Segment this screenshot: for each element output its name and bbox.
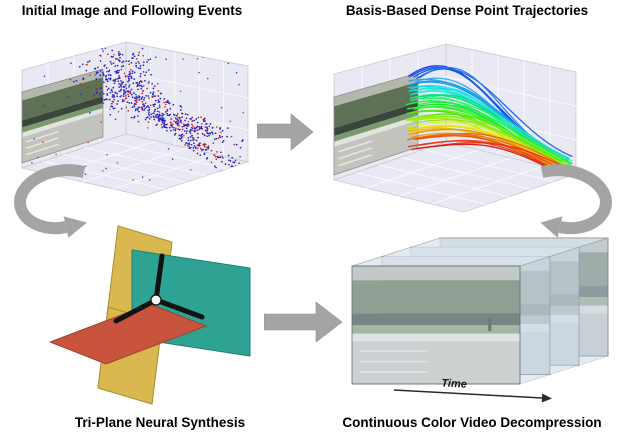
panel-title-triplane: Tri-Plane Neural Synthesis (74, 415, 246, 430)
panel-title-events: Initial Image and Following Events (21, 3, 243, 18)
video-volume-illustration: Time (351, 237, 609, 403)
events-3d-plot (20, 41, 250, 197)
triplane-illustration (50, 225, 251, 405)
arrow-triplane-to-video (264, 301, 343, 343)
triplane-red-plane (50, 303, 208, 365)
arrow-trajectories-to-video (540, 164, 612, 238)
right-block-arrow-icon (264, 301, 343, 343)
arrow-events-to-trajectories (257, 113, 314, 151)
initial-frame-image (21, 68, 104, 164)
time-axis-arrowhead-icon (541, 393, 552, 403)
panel-title-trajectories: Basis-Based Dense Point Trajectories (345, 3, 589, 18)
axis-frame-icon (113, 253, 205, 324)
curved-arrow-icon (540, 164, 612, 235)
right-block-arrow-icon (257, 113, 314, 151)
curved-arrow-icon (14, 164, 86, 235)
axis-origin-dot (150, 294, 162, 306)
event-scatter-points (31, 47, 247, 196)
initial-frame-image (333, 72, 419, 176)
time-axis-label: Time (441, 377, 467, 390)
trajectory-curves (405, 65, 573, 175)
video-frame-front (351, 265, 521, 385)
curved-arrowhead-icon (540, 216, 563, 238)
arrow-events-to-triplane (14, 164, 87, 238)
curved-arrowhead-icon (63, 216, 87, 238)
panel-title-video: Continuous Color Video Decompression (342, 415, 602, 430)
trajectories-3d-plot (332, 43, 578, 213)
time-axis-arrow (393, 389, 543, 399)
